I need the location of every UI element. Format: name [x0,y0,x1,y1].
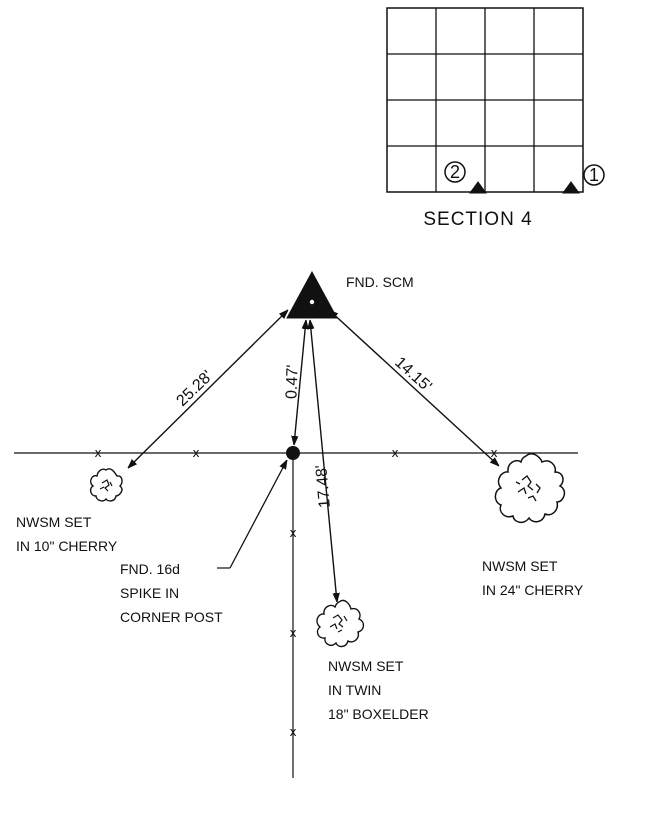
bottom-tree-label-line-1: NWSM SET [328,658,404,674]
monument-label: FND. SCM [346,274,414,290]
line-to-corner-post [294,320,306,445]
fence-x-mark: x [289,526,296,540]
leader-corner-post [229,460,287,569]
tree-left-icon [89,468,123,502]
corner-post-label-line-1: FND. 16d [120,561,180,577]
distance-bottom: 17.48' [313,464,334,508]
right-tree-label-line-1: NWSM SET [482,558,558,574]
monument-center-dot [309,299,315,305]
fence-x-mark: x [192,446,199,460]
corner-post-label-line-3: CORNER POST [120,609,223,625]
bottom-tree-label-line-3: 18" BOXELDER [328,706,429,722]
distance-post: 0.47' [283,364,301,399]
fence-x-mark: x [391,446,398,460]
corner-marker-1-circle [583,164,605,186]
left-tree-label-line-1: NWSM SET [16,514,92,530]
corner-marker-2-circle [444,161,466,183]
left-tree-label-line-2: IN 10" CHERRY [16,538,118,554]
monument-triangle-icon [286,270,338,319]
line-to-right-tree [329,310,499,466]
fence-x-mark: x [289,626,296,640]
corner-post-label-line-2: SPIKE IN [120,585,179,601]
corner-marker-2-triangle-icon [469,181,487,194]
corner-post-dot [286,446,300,460]
distance-left: 25.28' [173,368,216,410]
bottom-tree-label-line-2: IN TWIN [328,682,381,698]
fence-x-mark: x [289,725,296,739]
fence-x-mark: x [94,446,101,460]
section-title: SECTION 4 [423,209,532,230]
line-to-left-tree [128,310,288,468]
corner-marker-1-triangle-icon [562,181,580,194]
section-grid [386,7,584,193]
corner-marker-2-number: 2 [450,162,460,182]
tree-bottom-icon [316,599,365,648]
corner-marker-1-number: 1 [589,165,599,185]
right-tree-label-line-2: IN 24" CHERRY [482,582,584,598]
distance-right: 14.15' [391,354,434,395]
tree-right-icon [494,453,566,524]
line-to-bottom-tree [310,320,337,602]
fence-x-mark: x [490,446,497,460]
